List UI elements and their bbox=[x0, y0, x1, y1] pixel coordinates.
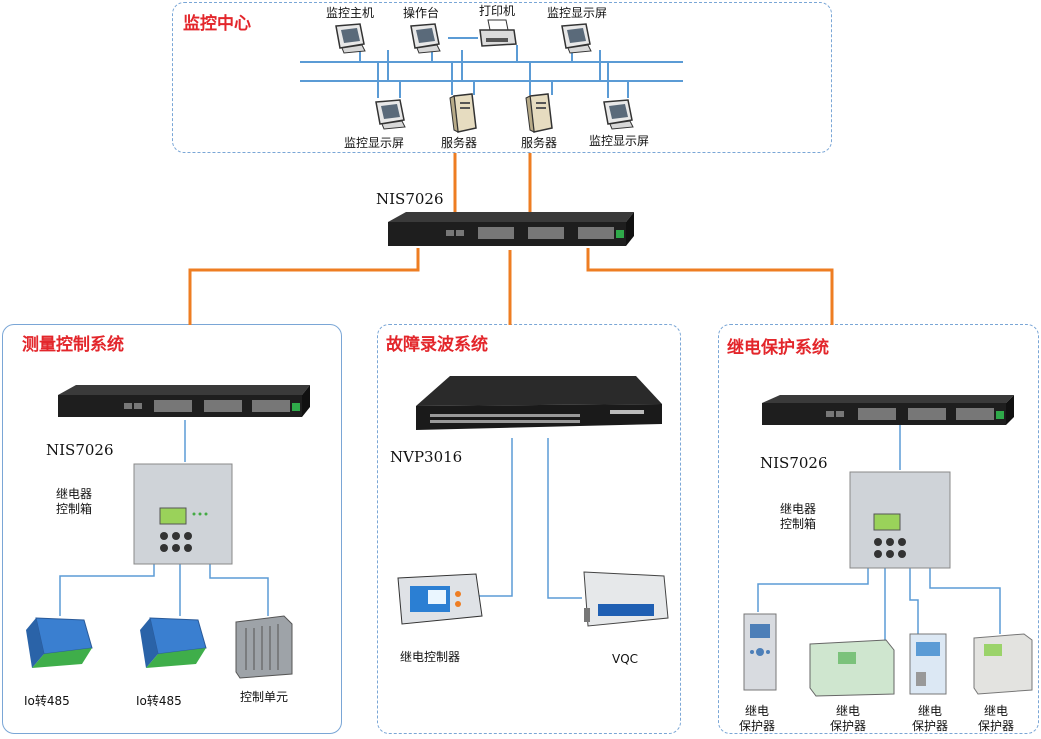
measure-relay-box-label: 继电器控制箱 bbox=[56, 487, 93, 516]
fault-record-title: 故障录波系统 bbox=[386, 335, 488, 355]
lan-bus bbox=[300, 37, 683, 98]
monitor-center-box bbox=[172, 2, 832, 153]
protector-4-icon bbox=[973, 633, 1033, 695]
relay-box-label: 继电器控制箱 bbox=[780, 502, 817, 531]
io485-1-icon bbox=[26, 617, 93, 668]
relay-box-icon bbox=[849, 471, 951, 569]
measure-switch-icon bbox=[58, 385, 310, 417]
monitor-host-label: 监控主机 bbox=[326, 6, 375, 20]
relay-controller-icon bbox=[397, 573, 483, 625]
monitor-host-icon bbox=[335, 23, 366, 54]
protector-4-label: 继电保护器 bbox=[978, 704, 1015, 733]
fiber-links bbox=[188, 153, 834, 325]
relay-protect-title: 继电保护系统 bbox=[727, 338, 829, 358]
protector-2-icon bbox=[809, 639, 895, 697]
relay-controller-label: 继电控制器 bbox=[400, 650, 461, 664]
console-icon bbox=[410, 23, 441, 54]
recorder-label: NVP3016 bbox=[390, 448, 463, 466]
display-top-label: 监控显示屏 bbox=[547, 6, 608, 20]
protector-1-label: 继电保护器 bbox=[739, 704, 776, 733]
sub-lan-links bbox=[59, 420, 1001, 640]
io485-1-label: Io转485 bbox=[24, 694, 70, 708]
display-right-label: 监控显示屏 bbox=[589, 134, 650, 148]
display-top-icon bbox=[561, 23, 592, 54]
io485-2-icon bbox=[140, 617, 207, 668]
printer-icon bbox=[479, 19, 517, 47]
fault-record-box bbox=[377, 324, 681, 734]
io485-2-label: Io转485 bbox=[136, 694, 182, 708]
console-label: 操作台 bbox=[403, 6, 440, 20]
measure-switch-label: NIS7026 bbox=[46, 441, 114, 459]
display-right-icon bbox=[603, 99, 634, 130]
protector-3-label: 继电保护器 bbox=[912, 704, 949, 733]
measure-control-title: 测量控制系统 bbox=[22, 335, 124, 355]
protector-1-icon bbox=[743, 613, 777, 691]
control-unit-icon bbox=[235, 615, 293, 679]
display-left-label: 监控显示屏 bbox=[344, 136, 405, 150]
measure-relay-box-icon bbox=[133, 463, 233, 565]
relay-switch-label: NIS7026 bbox=[760, 454, 828, 472]
server-1-label: 服务器 bbox=[441, 136, 478, 150]
relay-protect-box bbox=[718, 324, 1039, 734]
core-switch-icon bbox=[388, 212, 634, 246]
core-switch-label: NIS7026 bbox=[376, 190, 444, 208]
measure-control-box bbox=[2, 324, 342, 734]
monitor-center-title: 监控中心 bbox=[183, 14, 251, 34]
protector-3-icon bbox=[909, 633, 947, 695]
server-2-icon bbox=[525, 93, 553, 133]
server-2-label: 服务器 bbox=[521, 136, 558, 150]
vqc-label: VQC bbox=[612, 652, 639, 666]
display-left-icon bbox=[375, 99, 406, 130]
protector-2-label: 继电保护器 bbox=[830, 704, 867, 733]
control-unit-label: 控制单元 bbox=[240, 690, 289, 704]
vqc-icon bbox=[583, 571, 669, 627]
relay-switch-icon bbox=[762, 395, 1014, 425]
printer-label: 打印机 bbox=[479, 4, 516, 18]
server-1-icon bbox=[449, 93, 477, 133]
recorder-icon bbox=[416, 376, 662, 430]
